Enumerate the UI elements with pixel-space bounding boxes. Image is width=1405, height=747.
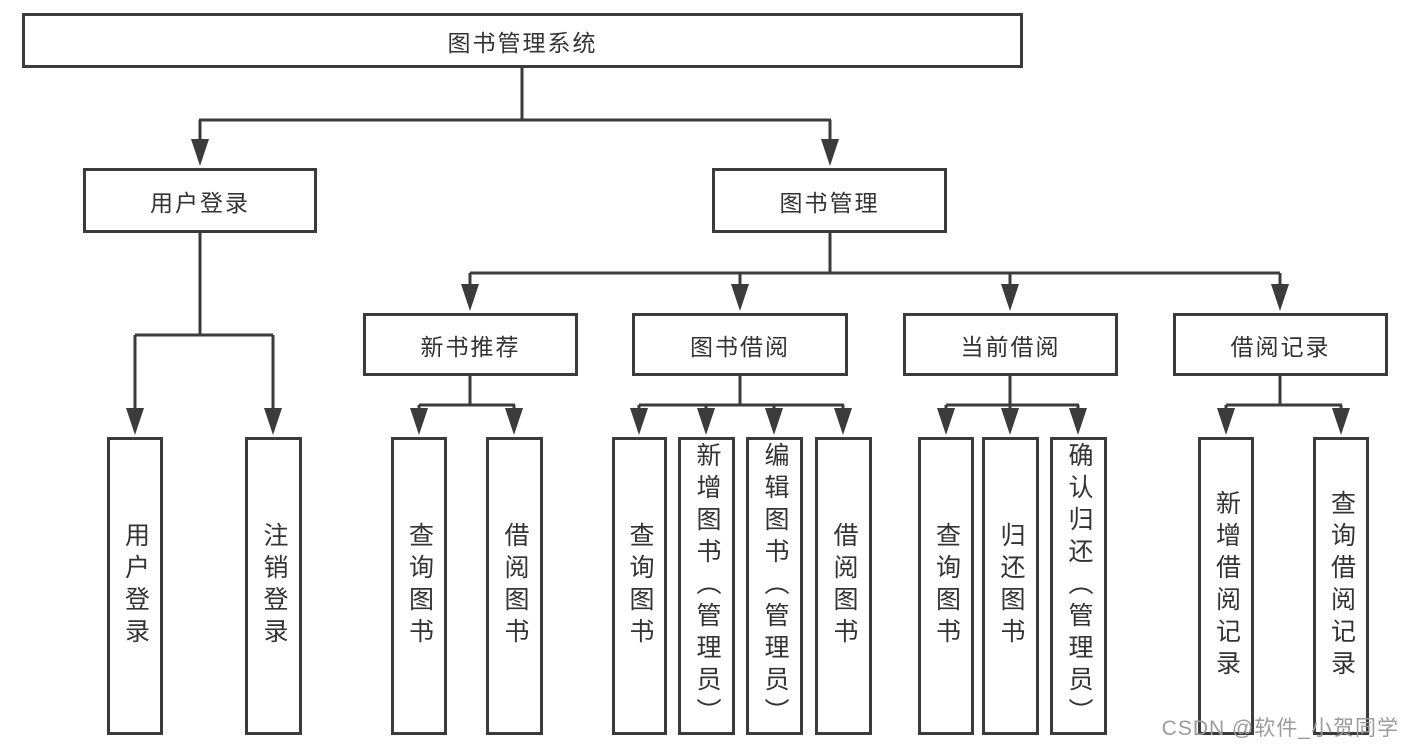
node-leaf-query-book-2: 查询图书 <box>612 437 667 735</box>
node-label: 借阅图书 <box>830 522 858 650</box>
node-label: 新增图书（管理员） <box>693 442 721 730</box>
node-leaf-add-book-admin: 新增图书（管理员） <box>678 437 735 735</box>
node-book-mgmt-group: 图书管理 <box>712 168 947 233</box>
node-label: 确认归还（管理员） <box>1065 442 1093 730</box>
node-leaf-query-book-1: 查询图书 <box>391 437 447 735</box>
node-borrow-record: 借阅记录 <box>1173 313 1388 376</box>
node-user-login-group: 用户登录 <box>83 168 317 233</box>
node-root-system: 图书管理系统 <box>22 13 1023 68</box>
node-label: 图书借阅 <box>690 333 790 360</box>
watermark: CSDN @软件_小贺同学 <box>1161 717 1399 740</box>
node-leaf-confirm-return-admin: 确认归还（管理员） <box>1050 437 1107 735</box>
node-label: 图书管理 <box>779 189 880 216</box>
node-label: 当前借阅 <box>960 333 1061 360</box>
node-leaf-borrow-book-1: 借阅图书 <box>486 437 543 735</box>
node-label: 借阅图书 <box>501 522 529 650</box>
node-book-borrow: 图书借阅 <box>632 313 848 376</box>
node-label: 注销登录 <box>260 522 288 650</box>
node-leaf-query-book-3: 查询图书 <box>918 437 974 735</box>
node-leaf-user-login: 用户登录 <box>107 437 163 735</box>
node-label: 用户登录 <box>150 189 250 216</box>
node-label: 图书管理系统 <box>447 29 598 56</box>
node-label: 借阅记录 <box>1230 333 1331 360</box>
node-leaf-borrow-book-2: 借阅图书 <box>815 437 872 735</box>
node-new-book-recommend: 新书推荐 <box>363 313 578 376</box>
node-label: 查询图书 <box>932 522 961 650</box>
node-leaf-edit-book-admin: 编辑图书（管理员） <box>746 437 803 735</box>
node-leaf-logout: 注销登录 <box>245 437 302 735</box>
node-leaf-query-borrow-record: 查询借阅记录 <box>1313 437 1369 735</box>
node-leaf-add-borrow-record: 新增借阅记录 <box>1198 437 1254 735</box>
node-label: 归还图书 <box>997 522 1025 650</box>
node-label: 查询借阅记录 <box>1327 490 1356 682</box>
node-current-borrow: 当前借阅 <box>903 313 1118 376</box>
node-label: 编辑图书（管理员） <box>761 442 789 730</box>
node-label: 查询图书 <box>405 522 434 650</box>
node-label: 用户登录 <box>121 522 150 650</box>
node-label: 新增借阅记录 <box>1212 490 1241 682</box>
node-label: 新书推荐 <box>420 333 521 360</box>
node-leaf-return-book: 归还图书 <box>982 437 1039 735</box>
node-label: 查询图书 <box>626 522 654 650</box>
